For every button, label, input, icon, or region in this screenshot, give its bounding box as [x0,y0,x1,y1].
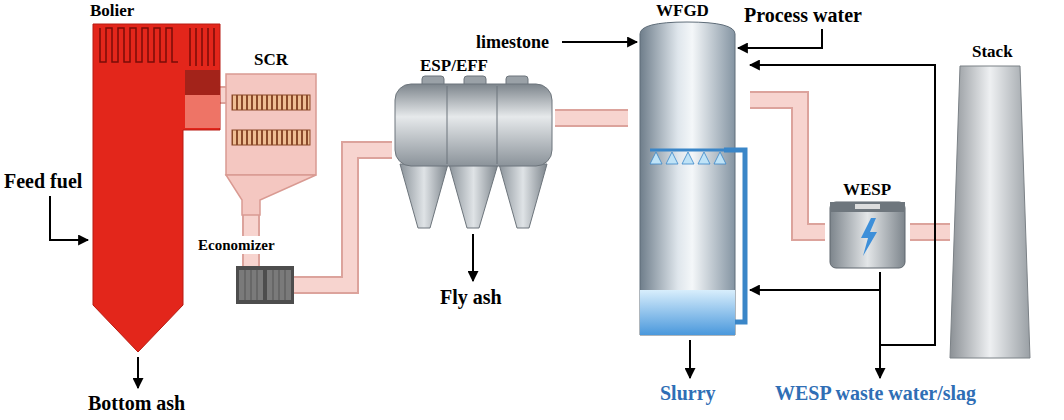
duct-fill [555,111,628,125]
unit-label: ESP/EFF [420,56,488,76]
return-line [750,272,880,290]
duct-wall [220,86,226,104]
figure-part [185,70,220,95]
figure-part [650,149,724,152]
figure-part [855,204,880,209]
fly-ash-arrow [472,234,474,281]
figure-part [226,175,316,215]
figure-part [245,270,285,300]
figure-part [400,164,448,228]
figure-part [724,150,745,322]
figure-part [447,86,497,164]
duct-wall [750,100,825,232]
feed-arrow [50,196,88,240]
figure-part [682,152,694,164]
return-line [750,65,935,345]
unit-label: SCR [254,50,288,70]
duct-fill [910,225,950,239]
bottom-ash-arrow [137,357,139,388]
stack: Stack [950,40,1040,358]
slurry-arrow [689,340,691,378]
economizer: Economizer [236,266,294,304]
figure-part [861,218,877,256]
fgd-tower-figure [628,0,750,338]
output-label: Slurry [660,382,716,404]
figure-part [236,266,294,304]
boiler: Bolier [90,0,220,354]
flow-line [750,272,880,290]
figure-part [666,152,678,164]
flow-line [750,65,935,345]
duct-fill [220,88,226,102]
limestone-arrow [562,41,637,43]
figure-part [640,290,735,335]
output-label: Bottom ash [88,392,185,414]
wet-esp: WESP [825,180,910,272]
water-arrow [738,29,822,48]
unit-label: Bolier [90,1,134,21]
unit-label: Stack [972,42,1013,62]
unit-label: WFGD [656,1,709,21]
output-label: WESP waste water/slag [775,382,976,404]
flue-duct [910,232,950,233]
flue-duct [220,95,226,96]
figure-part [830,202,905,268]
economizer-figure [236,266,294,304]
figure-part [226,74,316,175]
stack-figure [950,40,1040,358]
figure-part [93,24,220,352]
flue-duct [555,118,628,119]
figure-part [499,164,547,228]
figure-part [698,152,710,164]
figure-part [232,95,310,110]
duct-wall [555,109,628,127]
figure-part [185,95,220,128]
duct-wall [910,223,950,241]
flue-duct [750,100,825,232]
unit-label: Economizer [196,236,277,254]
scr-reactor-figure [226,50,321,215]
waste-arrow [879,345,881,378]
input-label: Feed fuel [4,170,82,192]
figure-part [190,28,214,66]
figure-part [395,84,552,166]
esp-filter-figure [392,56,555,232]
figure-part [449,164,498,228]
figure-part [950,66,1030,358]
figure-part [650,152,726,164]
figure-part [100,28,178,62]
figure-part [714,152,726,164]
scr-reactor: SCR [226,50,321,215]
unit-label: WESP [843,180,891,200]
duct-fill [750,100,825,232]
figure-part [640,22,735,335]
input-label: limestone [476,31,549,53]
figure-part [830,202,905,212]
boiler-figure [90,0,220,354]
figure-part [232,130,310,145]
figure-part [650,152,662,164]
esp-filter: ESP/EFF [392,56,555,232]
output-label: Fly ash [440,286,502,308]
input-label: Process water [744,4,862,26]
fgd-tower: WFGD [628,0,750,338]
